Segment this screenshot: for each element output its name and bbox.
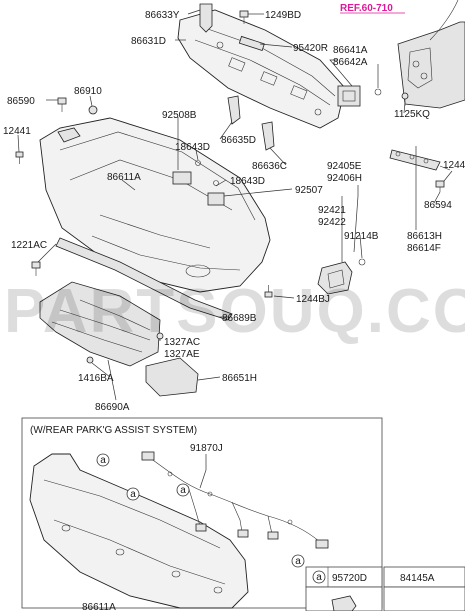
- svg-text:a: a: [180, 485, 186, 496]
- part-label-95420R[interactable]: 95420R: [293, 43, 328, 54]
- bumper-beam: [177, 9, 346, 129]
- part-label-91870J[interactable]: 91870J: [190, 443, 223, 454]
- side-bracket-86613H: [389, 149, 451, 192]
- garnish-86651H: [145, 357, 199, 397]
- reflector-95420R: [238, 35, 265, 52]
- screw-1221AC: [31, 261, 41, 276]
- part-label-86590[interactable]: 86590: [7, 96, 35, 107]
- part-label-1249BD[interactable]: 1249BD: [265, 10, 301, 21]
- sub-section-title: (W/REAR PARK'G ASSIST SYSTEM): [30, 425, 197, 436]
- strip-86689B: [55, 237, 233, 321]
- part-label-86641A[interactable]: 86641A: [333, 45, 368, 56]
- part-label-1327AE[interactable]: 1327AE: [164, 349, 200, 360]
- bolt-1244BJ: [264, 285, 273, 298]
- part-label-95720D[interactable]: 95720D: [332, 573, 367, 584]
- watermark: PARTSOUQ.COM: [4, 277, 465, 346]
- reflex-reflector-92405E: [317, 258, 366, 295]
- part-label-92405E[interactable]: 92405E: [327, 161, 362, 172]
- bumper-cover-park-assist: [29, 453, 249, 609]
- part-label-86636C[interactable]: 86636C: [252, 161, 287, 172]
- part-label-92406H[interactable]: 92406H: [327, 173, 362, 184]
- wire-harness-91870J: [141, 451, 329, 549]
- part-label-86633Y[interactable]: 86633Y: [145, 10, 180, 21]
- fastener-86590: [57, 97, 67, 112]
- part-label-86689B[interactable]: 86689B: [222, 313, 257, 324]
- svg-text:a: a: [130, 489, 136, 500]
- legend-box-95720D: a: [305, 566, 383, 612]
- part-label-12441-left[interactable]: 12441: [3, 126, 31, 137]
- leader-91870J: [199, 454, 207, 489]
- part-label-1244-right[interactable]: 1244I: [443, 160, 465, 171]
- part-label-86642A[interactable]: 86642A: [333, 57, 368, 68]
- part-label-1416BA[interactable]: 1416BA: [78, 373, 114, 384]
- part-label-86594[interactable]: 86594: [424, 200, 452, 211]
- part-label-1327AC[interactable]: 1327AC: [164, 337, 200, 348]
- part-label-92422[interactable]: 92422: [318, 217, 346, 228]
- part-label-86611A-bottom[interactable]: 86611A: [82, 602, 116, 613]
- bumper-cover-top: [39, 117, 271, 293]
- svg-text:a: a: [100, 455, 106, 466]
- part-label-86631D[interactable]: 86631D: [131, 36, 166, 47]
- part-label-18643D-b[interactable]: 18643D: [230, 176, 265, 187]
- part-label-86611A-top[interactable]: 86611A: [107, 172, 141, 183]
- part-label-84145A[interactable]: 84145A: [400, 573, 435, 584]
- part-label-92421[interactable]: 92421: [318, 205, 346, 216]
- part-label-91214B[interactable]: 91214B: [344, 231, 379, 242]
- callout-marker-2: a: [126, 487, 140, 501]
- part-label-86614F[interactable]: 86614F: [407, 243, 441, 254]
- clip-1416BA: [86, 356, 94, 364]
- part-label-92508B[interactable]: 92508B: [162, 110, 197, 121]
- part-label-18643D-a[interactable]: 18643D: [175, 142, 210, 153]
- part-label-86635D[interactable]: 86635D: [221, 135, 256, 146]
- svg-text:a: a: [316, 572, 322, 583]
- lamp-86641A: [337, 85, 382, 107]
- part-label-86690A[interactable]: 86690A: [95, 402, 130, 413]
- clip-86910: [88, 105, 98, 115]
- bracket-86633Y: [199, 3, 213, 33]
- callout-marker-3: a: [176, 483, 190, 497]
- reference-label[interactable]: REF.60-710: [340, 3, 393, 14]
- sensor-95720D: [331, 595, 357, 612]
- legend-box-84145A: [383, 566, 465, 612]
- svg-text:a: a: [295, 556, 301, 567]
- leader-lines: [17, 9, 453, 401]
- harness-connector-92507: [207, 180, 225, 206]
- part-label-1221AC[interactable]: 1221AC: [11, 240, 47, 251]
- part-label-1125KQ[interactable]: 1125KQ: [394, 109, 430, 120]
- screw-12441-left: [15, 151, 24, 164]
- harness-connector-92508B: [172, 160, 201, 185]
- callout-marker-1: a: [96, 453, 110, 467]
- part-label-86613H[interactable]: 86613H: [407, 231, 442, 242]
- under-cover-86690A: [39, 281, 161, 367]
- part-label-1244BJ[interactable]: 1244BJ: [296, 294, 330, 305]
- bracket-86636C: [261, 121, 275, 151]
- part-label-86651H[interactable]: 86651H: [222, 373, 257, 384]
- part-label-92507[interactable]: 92507: [295, 185, 323, 196]
- bracket-86635D: [227, 95, 241, 125]
- part-label-86910[interactable]: 86910: [74, 86, 102, 97]
- body-panel-reference: [397, 0, 465, 109]
- callout-marker-4: a: [291, 554, 305, 568]
